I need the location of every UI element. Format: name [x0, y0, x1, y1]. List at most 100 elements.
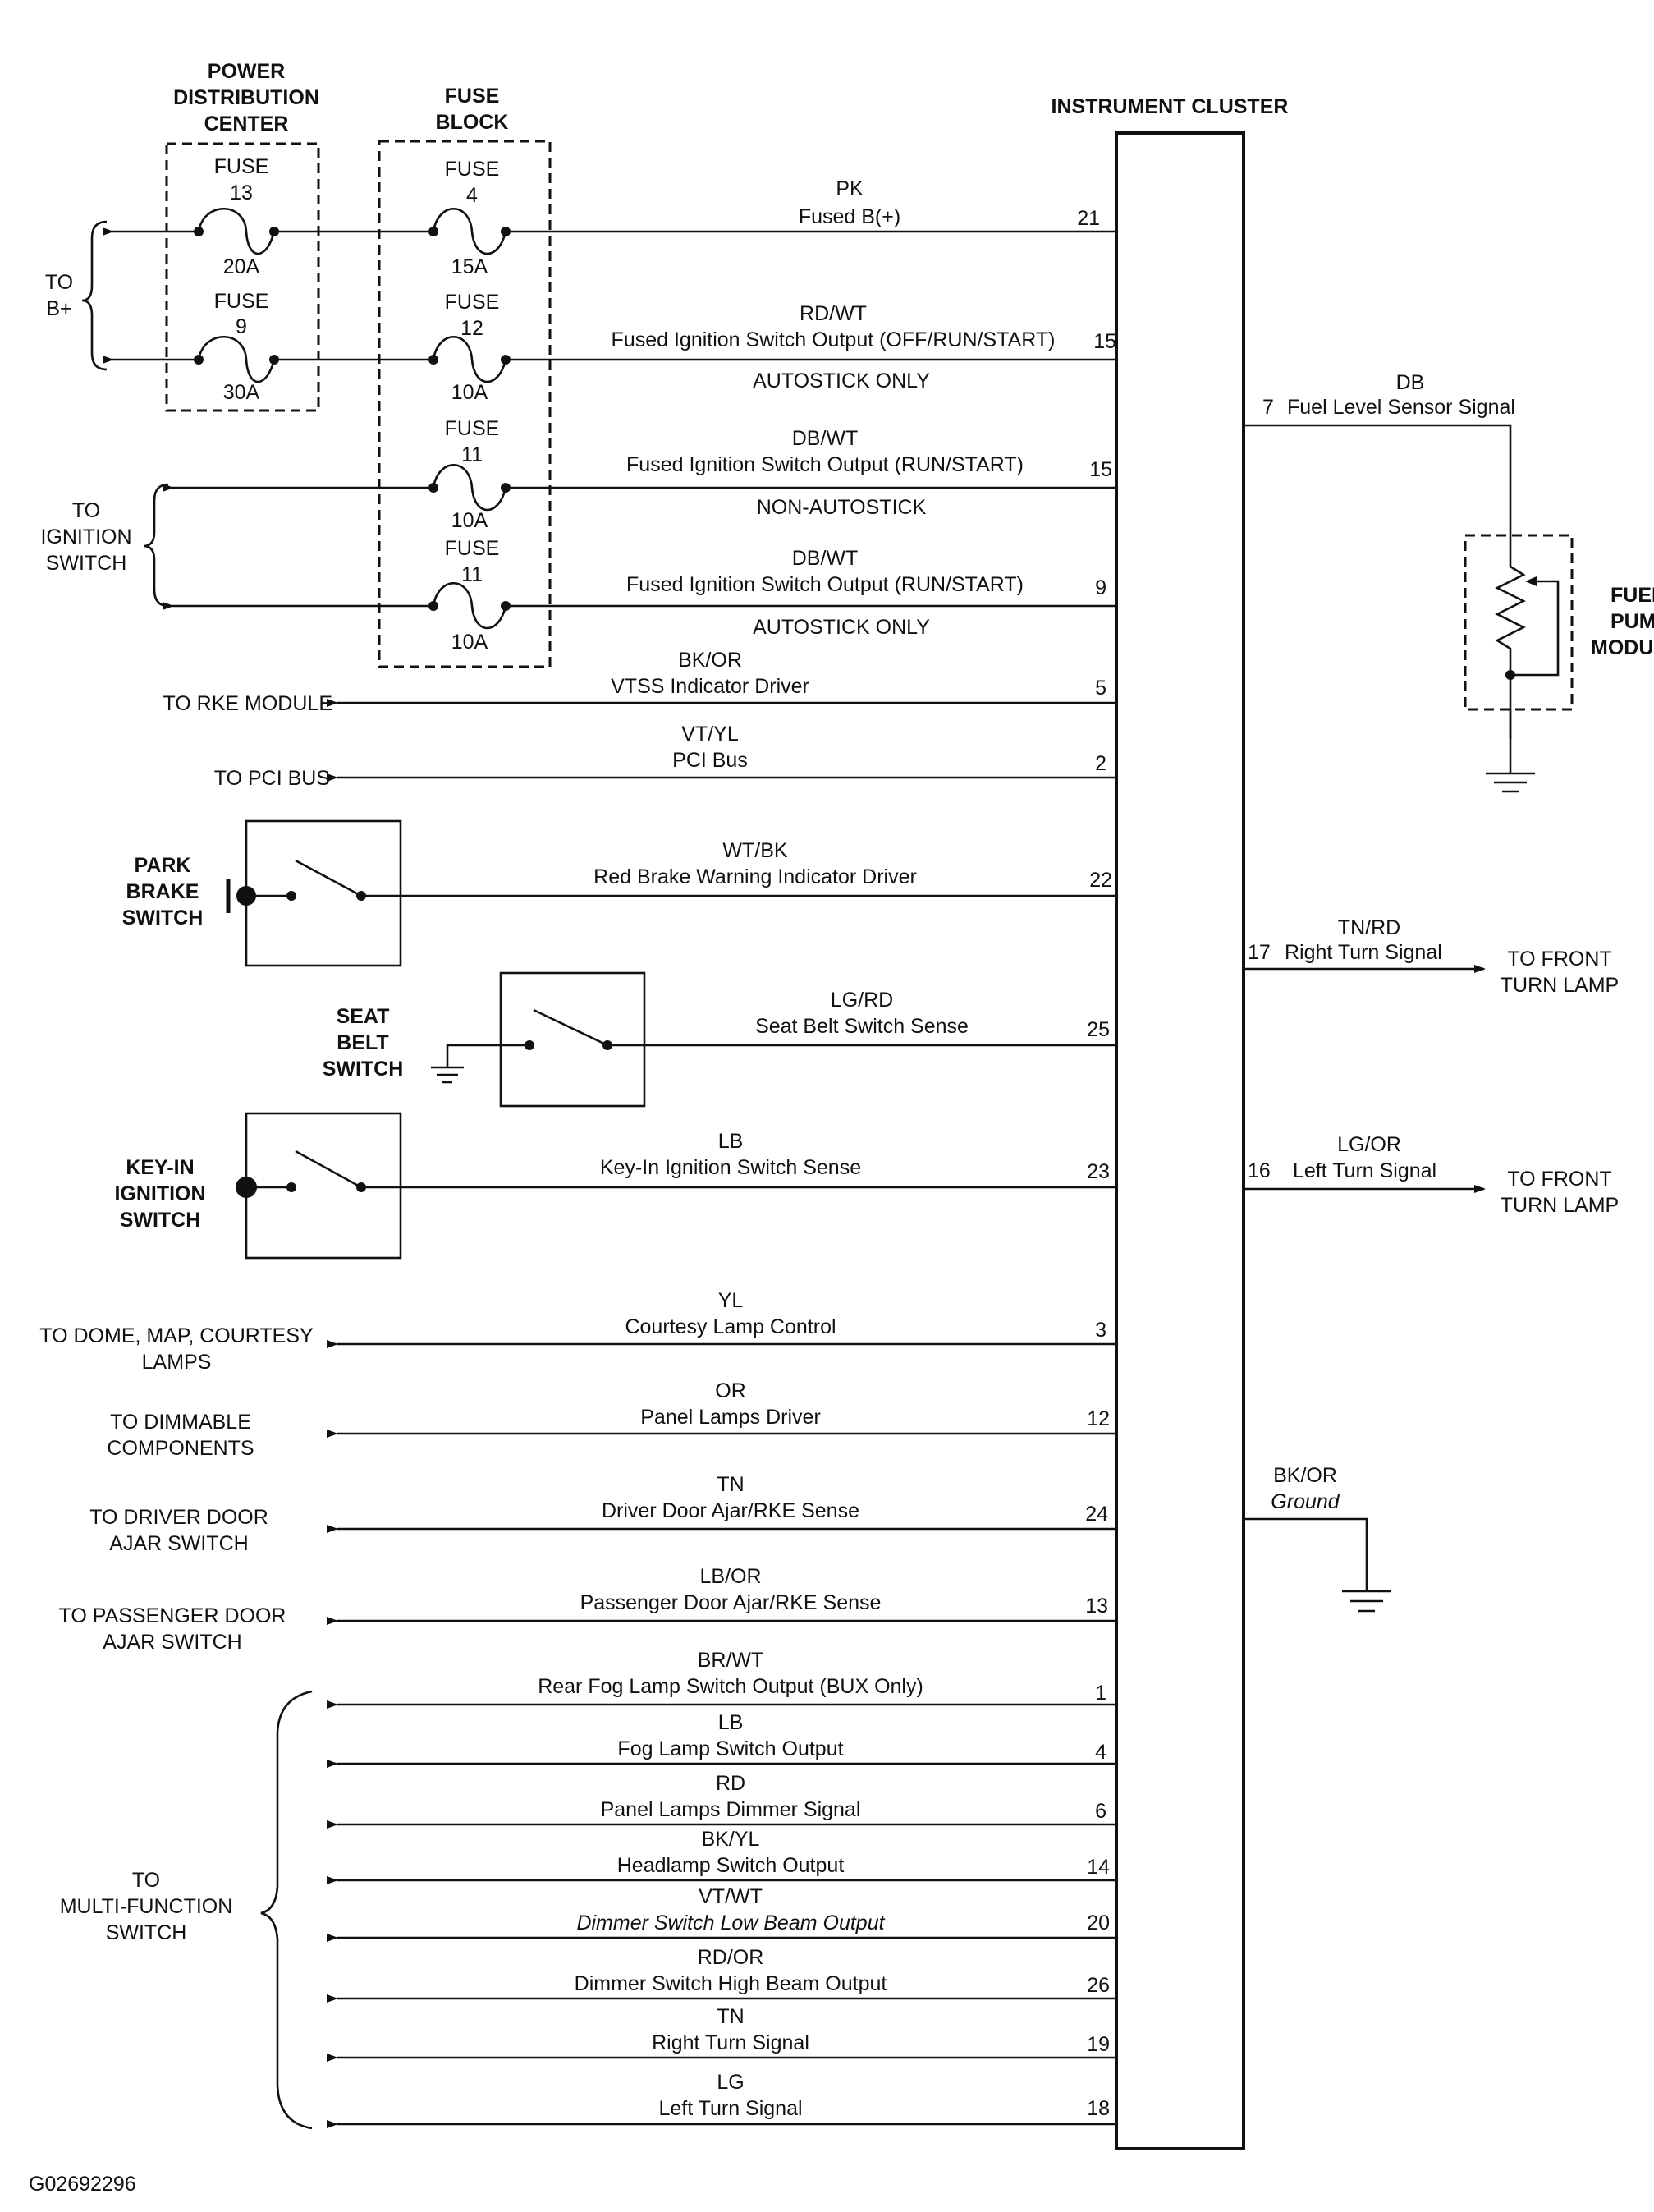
fuse-11-b-element [432, 582, 507, 630]
wire-desc-panel-lamps: Panel Lamps Driver [640, 1406, 821, 1429]
wire-color-rd-or: RD/OR [698, 1946, 764, 1969]
dest-driver-door-line2: AJAR SWITCH [109, 1532, 248, 1555]
pdc-label-3: CENTER [204, 112, 289, 135]
fuse-4: FUSE 4 15A [428, 158, 511, 278]
pin-13: 13 [1085, 1595, 1108, 1618]
pin-21: 21 [1077, 207, 1100, 230]
wire-desc-headlamp: Headlamp Switch Output [617, 1854, 845, 1877]
seat-belt-label-2: BELT [337, 1031, 388, 1054]
pin-2: 2 [1095, 752, 1106, 775]
fuse-9-element [197, 335, 276, 383]
instrument-cluster: INSTRUMENT CLUSTER [1052, 95, 1288, 2150]
wire-desc-fog-lamp: Fog Lamp Switch Output [617, 1737, 843, 1760]
pin-9: 9 [1095, 576, 1106, 599]
wire-color-lb-fog: LB [718, 1711, 744, 1734]
fuse-12-amp: 10A [451, 381, 488, 404]
wire-ground [1244, 1517, 1368, 1591]
note-autostick-only-2: AUTOSTICK ONLY [753, 616, 930, 639]
circuit-lb-or-passenger-door: TO PASSENGER DOOR AJAR SWITCH LB/OR Pass… [59, 1565, 1116, 1654]
wire-color-db-wt-1: DB/WT [792, 427, 859, 450]
fuse-4-num: 4 [466, 184, 478, 207]
pin-26: 26 [1087, 1974, 1110, 1997]
fuse-13: FUSE 13 20A [194, 155, 279, 278]
to-bplus-line1: TO [45, 271, 73, 294]
fuse-4-element [432, 208, 507, 255]
pin-12: 12 [1087, 1407, 1110, 1430]
circuit-rd-wt: FUSE 9 30A FUSE 12 10A RD/WT Fused Ignit… [103, 290, 1116, 404]
instrument-cluster-box [1115, 131, 1245, 2150]
wire-color-vt-yl: VT/YL [681, 723, 739, 746]
dest-rke-module: TO RKE MODULE [163, 692, 332, 715]
wire-desc-key-in: Key-In Ignition Switch Sense [600, 1156, 861, 1179]
circuit-tn-driver-door: TO DRIVER DOOR AJAR SWITCH TN Driver Doo… [89, 1473, 1116, 1555]
dest-dimmable-line1: TO DIMMABLE [110, 1411, 251, 1434]
fuse-9-num: 9 [236, 315, 247, 338]
wire-desc-courtesy: Courtesy Lamp Control [625, 1315, 836, 1338]
figure-id: G02692296 [29, 2173, 136, 2196]
wire-desc-vtss: VTSS Indicator Driver [611, 675, 809, 698]
dest-multifunction-line2: MULTI-FUNCTION [60, 1895, 233, 1918]
fuel-pump-label-2: PUMP [1610, 610, 1654, 633]
wire-color-rd-wt: RD/WT [800, 302, 867, 325]
wire-desc-seat-belt: Seat Belt Switch Sense [755, 1015, 969, 1038]
fuse-11-b-word: FUSE [445, 537, 500, 560]
circuit-vt-yl-pci: TO PCI BUS VT/YL PCI Bus 2 [214, 723, 1116, 790]
fuel-sensor-wiper [1510, 580, 1560, 677]
power-distribution-center: POWER DISTRIBUTION CENTER [165, 60, 320, 412]
wire-color-rd: RD [716, 1772, 745, 1795]
circuit-db-wt-autostick: FUSE 11 10A DB/WT Fused Ignition Switch … [163, 537, 1116, 654]
fuse-12-num: 12 [460, 317, 483, 340]
fuse-13-amp: 20A [223, 255, 260, 278]
wire-desc-db-wt-2: Fused Ignition Switch Output (RUN/START) [626, 573, 1024, 596]
seat-belt-switch: SEAT BELT SWITCH LG/RD Seat Belt Switch … [323, 971, 1116, 1108]
seat-belt-ground-icon [431, 1066, 464, 1084]
dest-dome-line2: LAMPS [142, 1351, 212, 1374]
fuse-4-word: FUSE [445, 158, 500, 181]
key-in-label-2: IGNITION [114, 1182, 205, 1205]
wire-desc-db-wt-1: Fused Ignition Switch Output (RUN/START) [626, 453, 1024, 476]
wire-desc-driver-door: Driver Door Ajar/RKE Sense [602, 1499, 859, 1522]
to-ignition-line1: TO [72, 499, 100, 522]
circuit-yl-courtesy: TO DOME, MAP, COURTESY LAMPS YL Courtesy… [39, 1289, 1116, 1374]
wire-color-vt-wt: VT/WT [699, 1885, 763, 1908]
to-bplus-brace [81, 220, 108, 371]
wire-desc-red-brake: Red Brake Warning Indicator Driver [593, 865, 917, 888]
note-non-autostick: NON-AUTOSTICK [757, 496, 927, 519]
wire-color-br-wt: BR/WT [698, 1649, 764, 1672]
dest-passenger-door-line2: AJAR SWITCH [103, 1631, 241, 1654]
pin-7: 7 [1262, 396, 1274, 419]
pdc-label-1: POWER [208, 60, 285, 83]
pin-17: 17 [1248, 941, 1271, 964]
fuse-13-element [197, 207, 276, 255]
dest-front-turn-lamp-l1: TO FRONT [1507, 1168, 1611, 1191]
circuit-lg-or-left-turn: LG/OR 16 Left Turn Signal TO FRONT TURN … [1244, 1133, 1619, 1217]
pdc-label-2: DISTRIBUTION [173, 86, 319, 109]
wire-color-or: OR [715, 1379, 746, 1402]
wire-color-yl: YL [718, 1289, 744, 1312]
wire-desc-passenger-door: Passenger Door Ajar/RKE Sense [580, 1591, 882, 1614]
fuel-pump-module: FUEL PUMP MODULE [1464, 534, 1654, 739]
circuit-tn-rd-right-turn: TN/RD 17 Right Turn Signal TO FRONT TURN… [1244, 916, 1619, 997]
pin-6: 6 [1095, 1800, 1106, 1823]
wire-desc-rd-wt: Fused Ignition Switch Output (OFF/RUN/ST… [612, 328, 1056, 351]
wire-color-lg: LG [717, 2071, 744, 2094]
wire-color-tn-right: TN [717, 2005, 744, 2028]
wire-desc-rear-fog: Rear Fog Lamp Switch Output (BUX Only) [538, 1675, 923, 1698]
dest-multifunction-line3: SWITCH [106, 1921, 187, 1944]
pin-23: 23 [1087, 1160, 1110, 1183]
wire-desc-panel-dimmer: Panel Lamps Dimmer Signal [601, 1798, 861, 1821]
wire-color-lb-or: LB/OR [699, 1565, 761, 1588]
pin-5: 5 [1095, 677, 1106, 700]
dest-pci-bus: TO PCI BUS [214, 767, 330, 790]
fuse-11-a-element [432, 464, 507, 512]
dest-dimmable-line2: COMPONENTS [107, 1437, 254, 1460]
fuse-13-word: FUSE [214, 155, 269, 178]
fuse-block-label-1: FUSE [445, 85, 500, 108]
wire-color-bk-or-ground: BK/OR [1273, 1464, 1337, 1487]
fuse-block-box [378, 140, 552, 668]
multifunction-brace [260, 1690, 313, 2130]
circuit-or-panel-lamps: TO DIMMABLE COMPONENTS OR Panel Lamps Dr… [107, 1379, 1116, 1460]
fuse-9-word: FUSE [214, 290, 269, 313]
circuit-db-wt-non-autostick: FUSE 11 10A DB/WT Fused Ignition Switch … [163, 417, 1116, 532]
pin-4: 4 [1095, 1741, 1106, 1764]
